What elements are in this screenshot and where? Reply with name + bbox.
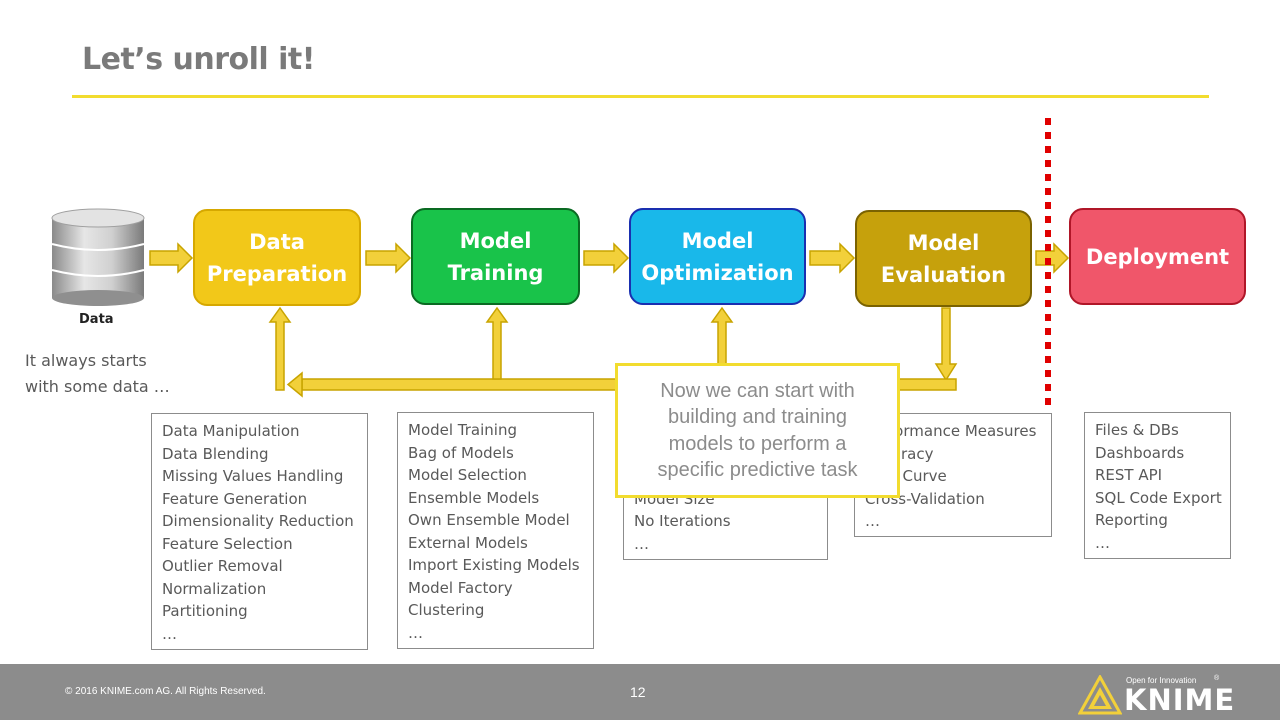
- stage-label: Training: [447, 260, 544, 285]
- callout-box: Now we can start with building and train…: [615, 363, 900, 498]
- arrow-evaluation-to-deployment: [1035, 242, 1070, 274]
- arrow-training-to-optimization: [583, 242, 630, 274]
- detail-item: Dimensionality Reduction: [162, 512, 354, 530]
- footer-bar: [0, 664, 1280, 720]
- callout-line: building and training: [667, 406, 847, 428]
- detail-item: Files & DBs: [1095, 421, 1179, 439]
- callout-line: models to perform a: [668, 432, 847, 455]
- detail-item: Performance Measures: [865, 422, 1037, 440]
- stage-label: Model: [681, 228, 754, 253]
- detail-item: Feature Generation: [162, 489, 308, 508]
- database-icon: [51, 208, 145, 306]
- arrow-up-to-prep: [268, 306, 292, 391]
- callout-line: specific predictive task: [657, 459, 858, 481]
- stage-label: Deployment: [1085, 244, 1230, 269]
- stage-label: Data: [249, 229, 305, 254]
- data-caption: It always starts with some data …: [25, 348, 170, 400]
- stage-label: Optimization: [641, 260, 794, 285]
- stage-label: Model: [907, 230, 980, 255]
- logo-tagline: Open for Innovation: [1126, 676, 1197, 685]
- detail-item: Partitioning: [162, 602, 248, 620]
- detail-item: No Iterations: [634, 512, 731, 530]
- callout-line: Now we can start with: [660, 379, 855, 402]
- stage-label: Model: [459, 228, 532, 253]
- feedback-arrowhead: [286, 371, 303, 398]
- detail-item: …: [408, 623, 423, 642]
- detail-item: Import Existing Models: [408, 556, 580, 574]
- slide-title: Let’s unroll it!: [82, 42, 315, 77]
- detail-box-deployment: Files & DBs Dashboards REST API SQL Code…: [1084, 412, 1231, 559]
- arrow-data-to-prep: [149, 242, 194, 274]
- detail-item: Missing Values Handling: [162, 467, 344, 485]
- arrow-up-to-training: [485, 306, 509, 380]
- detail-item: Outlier Removal: [162, 557, 283, 575]
- detail-item: Bag of Models: [408, 443, 514, 462]
- stage-deployment: Deployment: [1069, 208, 1246, 305]
- caption-line: It always starts: [25, 351, 147, 370]
- logo-name: KNIME: [1124, 683, 1236, 717]
- detail-item: …: [865, 512, 880, 530]
- detail-item: …: [162, 624, 177, 643]
- knime-triangle-icon: [1078, 675, 1122, 715]
- caption-line: with some data …: [25, 377, 170, 396]
- detail-item: Own Ensemble Model: [408, 511, 570, 529]
- copyright-text: © 2016 KNIME.com AG. All Rights Reserved…: [65, 686, 266, 697]
- detail-item: …: [634, 534, 649, 553]
- stage-label: Preparation: [206, 261, 348, 286]
- detail-item: SQL Code Export: [1095, 488, 1222, 507]
- detail-item: Model Training: [408, 421, 517, 439]
- detail-item: Normalization: [162, 579, 267, 598]
- detail-item: External Models: [408, 533, 528, 552]
- arrow-optimization-to-evaluation: [809, 242, 856, 274]
- detail-item: Model Factory: [408, 578, 513, 597]
- detail-box-model-training: Model Training Bag of Models Model Selec…: [397, 412, 594, 649]
- detail-item: Data Manipulation: [162, 422, 300, 440]
- title-underline: [72, 95, 1209, 98]
- logo-registered-mark: ®: [1214, 675, 1220, 682]
- detail-item: Reporting: [1095, 511, 1168, 529]
- detail-item: Data Blending: [162, 444, 269, 463]
- detail-item: Clustering: [408, 601, 485, 619]
- arrow-evaluation-down: [934, 307, 958, 382]
- arrow-prep-to-training: [365, 242, 412, 274]
- detail-item: Model Selection: [408, 466, 527, 484]
- detail-item: REST API: [1095, 466, 1163, 484]
- detail-box-data-preparation: Data Manipulation Data Blending Missing …: [151, 413, 368, 650]
- stage-label: Evaluation: [880, 262, 1007, 287]
- detail-item: …: [1095, 533, 1110, 552]
- detail-item: Dashboards: [1095, 443, 1185, 462]
- detail-item: Ensemble Models: [408, 488, 540, 507]
- knime-logo: Open for Innovation KNIME ®: [1078, 672, 1234, 717]
- database-label: Data: [79, 312, 114, 327]
- page-number: 12: [630, 684, 646, 700]
- detail-item: Feature Selection: [162, 534, 293, 553]
